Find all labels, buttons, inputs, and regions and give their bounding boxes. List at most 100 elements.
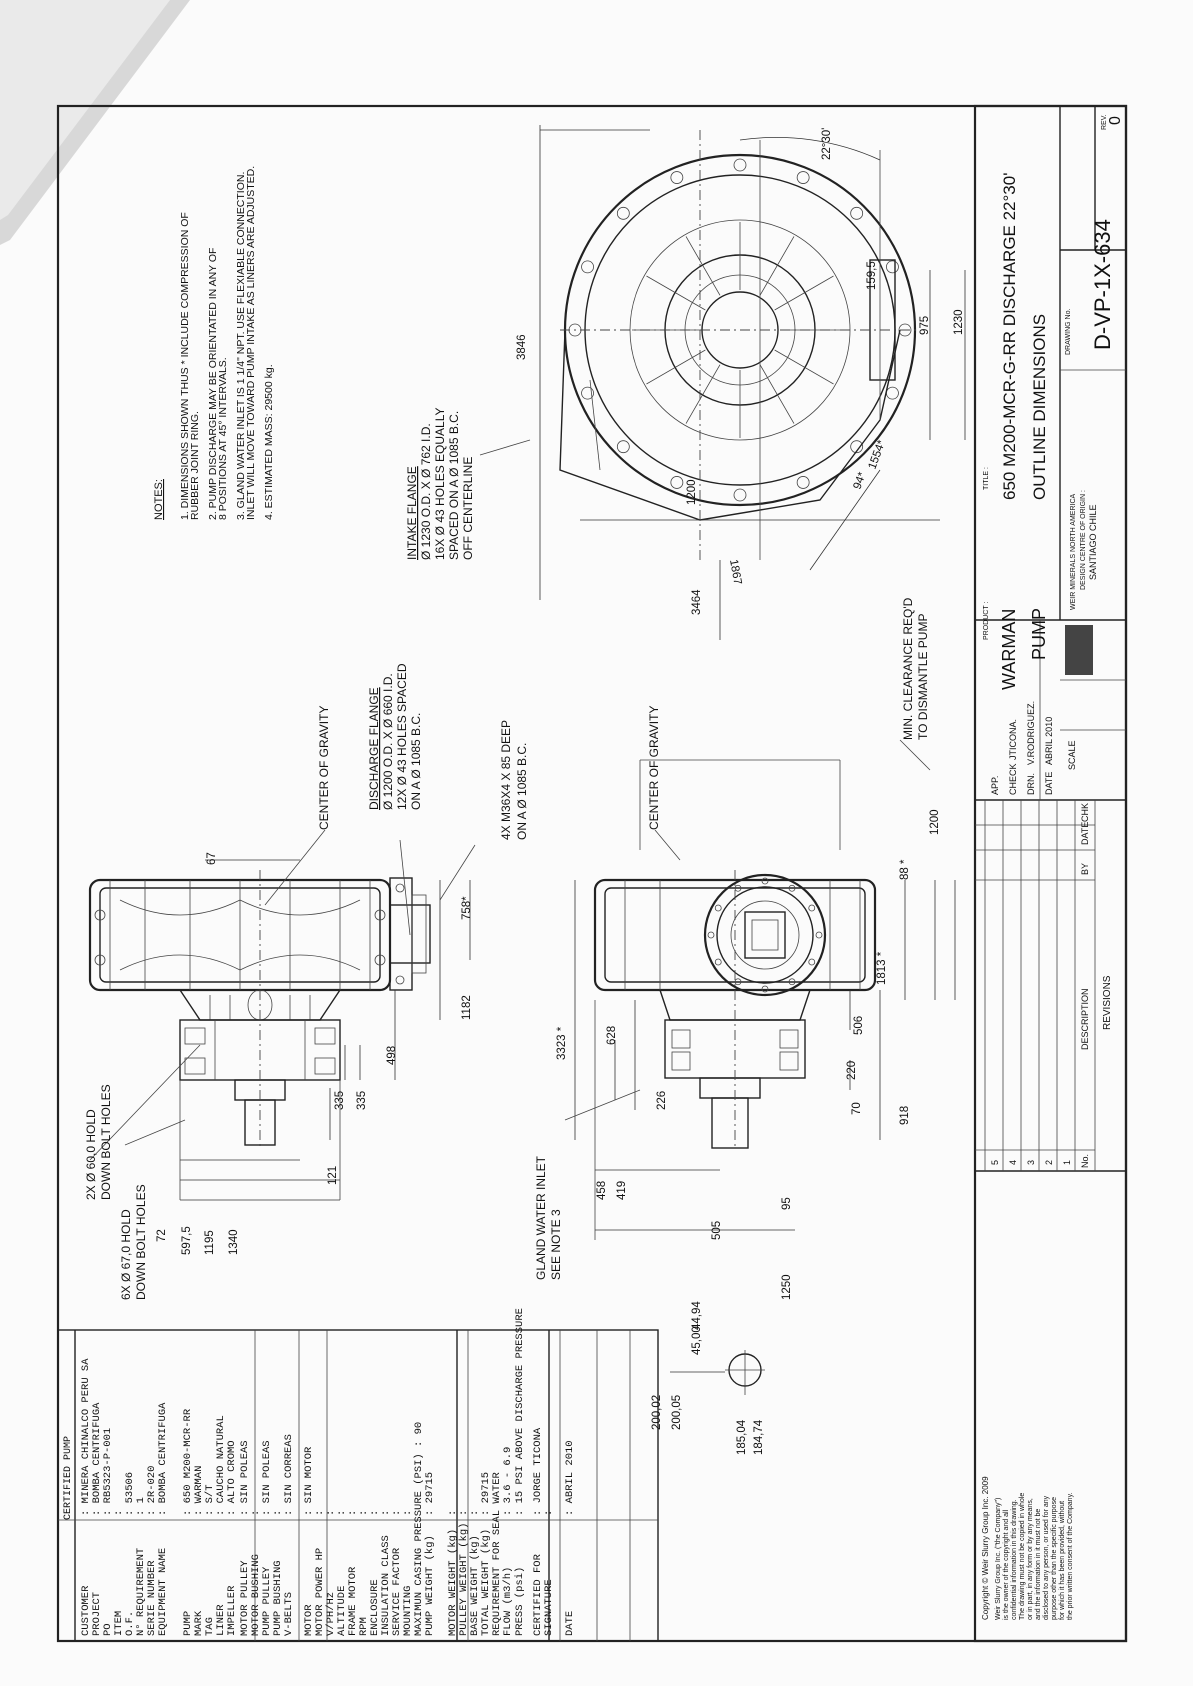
cp-row-label: MOTOR PULLEY <box>239 1560 251 1636</box>
dim-d20005: 200,05 <box>671 1395 683 1430</box>
dim-d70: 70 <box>851 1102 863 1115</box>
cp-row-value: : BOMBA CENTRIFUGA <box>157 1402 169 1516</box>
rev-date-head: DATE <box>1080 822 1090 845</box>
legal-line: is the owner of the copyright and all <box>1003 1509 1010 1620</box>
rev-label: REV. <box>1101 114 1108 130</box>
intake-flange-line: OFF CENTERLINE <box>461 457 475 560</box>
title-line-2: OUTLINE DIMENSIONS <box>1030 314 1049 500</box>
gland-line-1: GLAND WATER INLET <box>534 1155 548 1280</box>
cp-row-value: : 1 <box>135 1497 147 1516</box>
dim-d335b: 335 <box>356 1091 368 1110</box>
dim-d758: 758* <box>461 896 473 920</box>
cp-row-value: : 2R-020 <box>146 1466 158 1516</box>
cp-row-value: : CAUCHO NATURAL <box>215 1415 227 1516</box>
intake-flange-title: INTAKE FLANGE <box>405 466 419 560</box>
cp-row-label: TAG <box>204 1617 216 1636</box>
notes-title: NOTES: <box>153 479 165 520</box>
cp-row-label: IMPELLER <box>226 1585 238 1636</box>
cp-row-label: PRESS (psi) <box>514 1567 526 1636</box>
cp-row-value: : 29715 <box>424 1472 436 1516</box>
cp-row-label: INSULATION CLASS <box>380 1535 392 1636</box>
product-line-2: PUMP <box>1029 608 1049 660</box>
dim-d458: 458 <box>596 1181 608 1200</box>
cp-row-value: : WARMAN <box>193 1466 205 1516</box>
cp-row-label: V-BELTS <box>283 1592 295 1636</box>
note-line: RUBBER JOINT RING. <box>189 411 201 520</box>
drawing-number: D-VP-1X-634 <box>1090 219 1115 350</box>
note-line: INLET WILL MOVE TOWARD PUMP INTAKE AS LI… <box>245 166 257 520</box>
cp-row-label: ENCLOSURE <box>369 1579 381 1636</box>
drn-label: DRN. <box>1026 773 1036 795</box>
cp-row-value: : SIN POLEAS <box>261 1440 273 1516</box>
clearance-line-1: MIN. CLEARANCE REQ'D <box>901 597 915 740</box>
dim-d1340: 1340 <box>228 1229 240 1255</box>
side-elevation-view <box>88 859 471 1201</box>
cp-row-label: PROJECT <box>91 1592 103 1636</box>
cp-row-label: PUMP WEIGHT (kg) <box>424 1535 436 1636</box>
certified-pump-table: CERTIFIED PUMP CUSTOMER : MINERA CHINALCO … <box>57 1308 659 1642</box>
cp-row-label: SIGNATURE <box>543 1579 555 1636</box>
cp-row-value: : <box>380 1510 392 1516</box>
drn-value: V.RODRIGUEZ. <box>1026 701 1036 765</box>
dim-d72: 72 <box>156 1229 168 1242</box>
cp-row-value: : 29715 <box>480 1472 492 1516</box>
dim-d975: 975 <box>919 316 931 335</box>
cp-row-label: CUSTOMER <box>80 1585 92 1636</box>
cp-row-label: REQUIREMENT FOR SEAL WATER <box>491 1471 503 1636</box>
certified-pump-header: CERTIFIED PUMP <box>63 1436 74 1520</box>
cp-row-value: : <box>469 1510 481 1516</box>
cp-row-label: PUMP BUSHING <box>272 1560 284 1636</box>
note-line: 8 POSITIONS AT 45° INTERVALS. <box>217 357 229 520</box>
cp-row-value: : <box>336 1510 348 1516</box>
dim-d1250: 1250 <box>781 1274 793 1300</box>
legal-line: for which it has been provided, without <box>1059 1501 1066 1620</box>
drawing-no-label: DRAWING No. <box>1065 309 1072 355</box>
note-line: 3. GLAND WATER INLET IS 1 1/4" NPT. USE … <box>235 172 247 520</box>
revision-number: 0 <box>1107 116 1124 125</box>
cp-row-value: : <box>458 1510 470 1516</box>
title-label: TITLE : <box>983 467 990 490</box>
cp-row-label: PUMP <box>182 1611 194 1636</box>
hold67-line-1: 6X Ø 67,0 HOLD <box>119 1209 133 1300</box>
copyright: Copyright © Weir Slurry Group Inc. 2009 <box>981 1476 990 1620</box>
dim-d5975: 597,5 <box>181 1226 193 1255</box>
plan-view <box>564 759 956 1240</box>
cp-row-value: : 15 PSI ABOVE DISCHARGE PRESSURE <box>514 1308 526 1516</box>
cp-row-value: : <box>250 1510 262 1516</box>
cp-row-label: MOTOR <box>303 1604 315 1636</box>
gland-detail <box>670 1350 765 1395</box>
cp-row-value: : SIN MOTOR <box>303 1446 315 1516</box>
dim-d1182: 1182 <box>461 995 473 1020</box>
cp-row-value: : <box>447 1510 459 1516</box>
cp-row-value: : <box>347 1510 359 1516</box>
cp-row-label: ITEM <box>113 1611 125 1636</box>
cp-row-value: : <box>543 1510 555 1516</box>
dim-d1595: 159,5 <box>866 261 878 290</box>
date-label: DATE <box>1044 772 1054 795</box>
cp-row-value: : JORGE TICONA <box>532 1427 544 1516</box>
discharge-flange-title: DISCHARGE FLANGE <box>367 687 381 810</box>
cp-row-value: : <box>391 1510 403 1516</box>
title-line-1: 650 M200-MCR-G-RR DISCHARGE 22°30' <box>1000 173 1019 500</box>
cp-row-label: MOTOR POWER HP <box>314 1548 326 1636</box>
cp-row-label: FLOW (m3/h) <box>502 1567 514 1636</box>
dim-d505: 505 <box>711 1221 723 1240</box>
cp-row-value: : MINERA CHINALCO PERU SA <box>80 1358 92 1516</box>
dim-d3323: 3323 * <box>556 1026 568 1060</box>
legal-line: The drawing must not be copied in whole <box>1019 1493 1026 1620</box>
cp-row-label: BASE WEIGHT (kg) <box>469 1535 481 1636</box>
product-label: PRODUCT : <box>983 602 990 640</box>
rev-row-number: 1 <box>1062 1160 1072 1165</box>
rev-by-head: BY <box>1080 863 1090 875</box>
dim-d3464: 3464 <box>691 589 703 615</box>
cp-row-label: MOTOR WEIGHT (kg) <box>447 1529 459 1636</box>
legal-line: confidential information in this drawing… <box>1011 1499 1018 1620</box>
app-label: APP. <box>990 776 1000 795</box>
discharge-flange-line: 12X Ø 43 HOLES SPACED <box>395 663 409 810</box>
cp-row-value: : <box>314 1510 326 1516</box>
dim-d88: 88 * <box>899 859 911 880</box>
dim-d1554: 1554* <box>867 438 889 471</box>
bolts-line-1: 4X M36X4 X 85 DEEP <box>499 720 513 840</box>
dim-d3846: 3846 <box>516 334 528 360</box>
